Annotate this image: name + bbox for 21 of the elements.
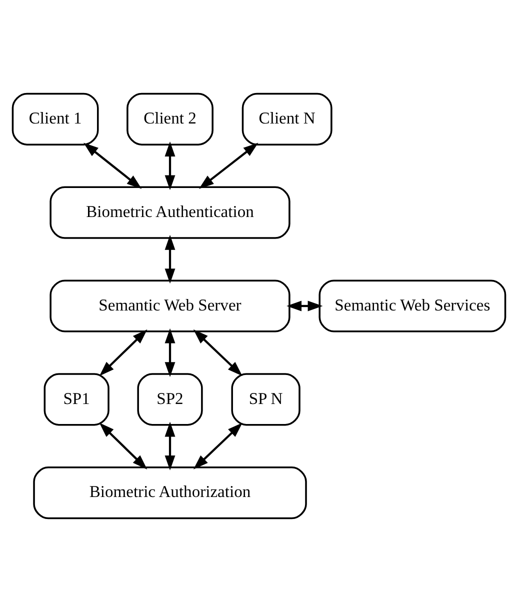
node-box: Biometric Authorization <box>33 466 307 520</box>
node-box: Client 1 <box>12 92 99 146</box>
node-box: Semantic Web Server <box>50 280 290 332</box>
node-box: SP2 <box>137 373 203 426</box>
arrow <box>164 234 176 284</box>
arrow <box>164 328 176 377</box>
node-box: SP1 <box>44 373 110 426</box>
arrow <box>84 142 142 189</box>
arrow <box>164 142 176 190</box>
arrow <box>286 300 323 312</box>
node-box: Biometric Authentication <box>50 186 290 239</box>
node-box: Client 2 <box>126 92 214 146</box>
arrow <box>164 422 176 470</box>
arrow <box>198 142 258 189</box>
node-box: SP N <box>231 373 300 426</box>
node-box: Semantic Web Services <box>318 280 506 332</box>
arrow <box>193 329 242 376</box>
node-box: Client N <box>242 92 332 146</box>
arrow <box>99 422 148 470</box>
arrow <box>193 422 242 470</box>
arrow <box>99 329 148 376</box>
